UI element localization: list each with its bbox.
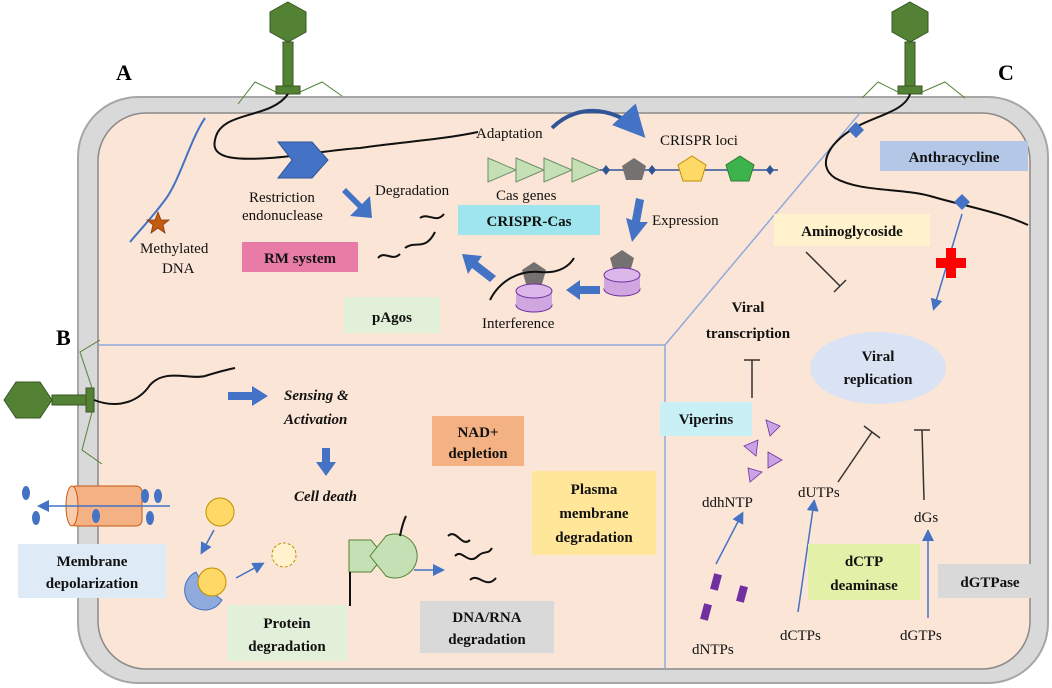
plasma-box [532, 471, 656, 555]
aminoglycoside-box [774, 214, 930, 246]
viral-transcription-label-1: Viral [732, 300, 765, 316]
adaptation-label: Adaptation [476, 126, 543, 142]
crispr-cas-label: CRISPR-Cas [486, 214, 571, 230]
sensing-label-2: Activation [283, 412, 347, 428]
divider-diagonal [664, 112, 861, 346]
cas-complex-right [603, 250, 641, 297]
dgs-inhibit [914, 429, 930, 501]
viperins-label: Viperins [679, 412, 734, 428]
ddhntp-label: ddhNTP [702, 495, 753, 511]
degradation-label: Degradation [375, 183, 450, 199]
crispr-loci-label: CRISPR loci [660, 133, 738, 149]
plasma-label-2: membrane [559, 506, 628, 522]
adaptation-arrow [550, 103, 646, 138]
protein-label-2: degradation [248, 639, 326, 655]
protein-label-1: Protein [263, 616, 311, 632]
membrane-label-1: Membrane [57, 554, 128, 570]
plasma-label-3: degradation [555, 530, 633, 546]
membrane-channel [22, 485, 170, 527]
ddhntp-triangles [743, 419, 783, 483]
methyl-star [145, 210, 171, 234]
aminoglycoside-inhibit [805, 251, 847, 293]
dctps-label: dCTPs [780, 628, 821, 644]
panel-label-a: A [116, 60, 132, 85]
interference-arrow [566, 280, 600, 300]
dutp-inhibit [837, 425, 881, 483]
restriction-label-2: endonuclease [242, 208, 323, 224]
membrane-box [18, 544, 166, 598]
panel-label-c: C [998, 60, 1014, 85]
anthracycline-box [880, 141, 1028, 171]
phage-dna-a [213, 93, 479, 160]
expression-label: Expression [652, 213, 719, 229]
phage-dna-b [93, 367, 236, 405]
block-cross [936, 248, 966, 278]
dgtpase-label: dGTPase [960, 575, 1020, 591]
arrow-to-degradation [342, 188, 372, 218]
dctp-label-1: dCTP [845, 554, 883, 570]
dgtps-label: dGTPs [900, 628, 942, 644]
dna-rna-label-1: DNA/RNA [452, 610, 521, 626]
nad-label-1: NAD+ [457, 425, 498, 441]
pagos-label: pAgos [372, 310, 412, 326]
spacer-gray [622, 158, 646, 180]
nad-box [432, 416, 524, 466]
interference-label: Interference [482, 316, 555, 332]
aminoglycoside-label: Aminoglycoside [801, 224, 903, 240]
dntp-rects [700, 573, 748, 621]
rm-system-label: RM system [264, 251, 337, 267]
phage-b [3, 339, 103, 465]
sensing-label-1: Sensing & [284, 388, 349, 404]
viral-replication-label-1: Viral [862, 349, 895, 365]
panel-label-b: B [56, 325, 71, 350]
methylated-dna-strand [129, 117, 206, 243]
dgtpase-box [938, 564, 1042, 598]
phage-a [237, 1, 343, 105]
viral-replication-ellipse [810, 332, 946, 404]
viral-replication-label-2: replication [844, 372, 914, 388]
dutps-label: dUTPs [798, 485, 840, 501]
dctp-label-2: deaminase [830, 578, 898, 594]
plasma-label-1: Plasma [571, 482, 618, 498]
rm-system-box [242, 242, 358, 272]
nad-label-2: depletion [448, 446, 508, 462]
viperins-box [660, 402, 752, 436]
dna-degradation-graphic [348, 515, 497, 606]
dctp-box [808, 544, 920, 600]
dntps-label: dNTPs [692, 642, 734, 658]
viral-transcription-label-2: transcription [706, 326, 791, 342]
viperin-inhibit [744, 359, 760, 398]
pagos-box [344, 297, 440, 333]
dctp-arrow [797, 499, 819, 613]
expression-arrow [626, 198, 648, 242]
protein-box [227, 605, 347, 661]
anthracycline-label: Anthracycline [909, 150, 1000, 166]
protein-degradation-graphic [184, 497, 297, 611]
cell-death-label: Cell death [294, 489, 357, 505]
cas-genes [487, 157, 602, 183]
dna-fragments-a [377, 213, 445, 259]
cas-complex-left [489, 257, 575, 313]
phage-c [861, 1, 966, 99]
restriction-label-1: Restriction [249, 190, 315, 206]
anthracycline-marker-2 [954, 194, 970, 210]
restriction-endonuclease [276, 141, 329, 179]
anthracycline-marker-1 [848, 122, 864, 138]
cell-death-arrow [316, 448, 336, 476]
arrow-to-fragments [462, 254, 496, 282]
sensing-arrow [228, 386, 268, 406]
crispr-cas-box [458, 205, 600, 235]
spacer-yellow [677, 155, 707, 182]
dna-rna-box [420, 601, 554, 653]
methylated-dna-label-2: DNA [162, 261, 195, 277]
spacer-green [725, 155, 755, 182]
cas-genes-label: Cas genes [496, 188, 557, 204]
dna-rna-label-2: degradation [448, 632, 526, 648]
dgs-label: dGs [914, 510, 938, 526]
methylated-dna-label-1: Methylated [140, 241, 209, 257]
dntp-arrow [715, 511, 744, 565]
membrane-label-2: depolarization [46, 576, 139, 592]
